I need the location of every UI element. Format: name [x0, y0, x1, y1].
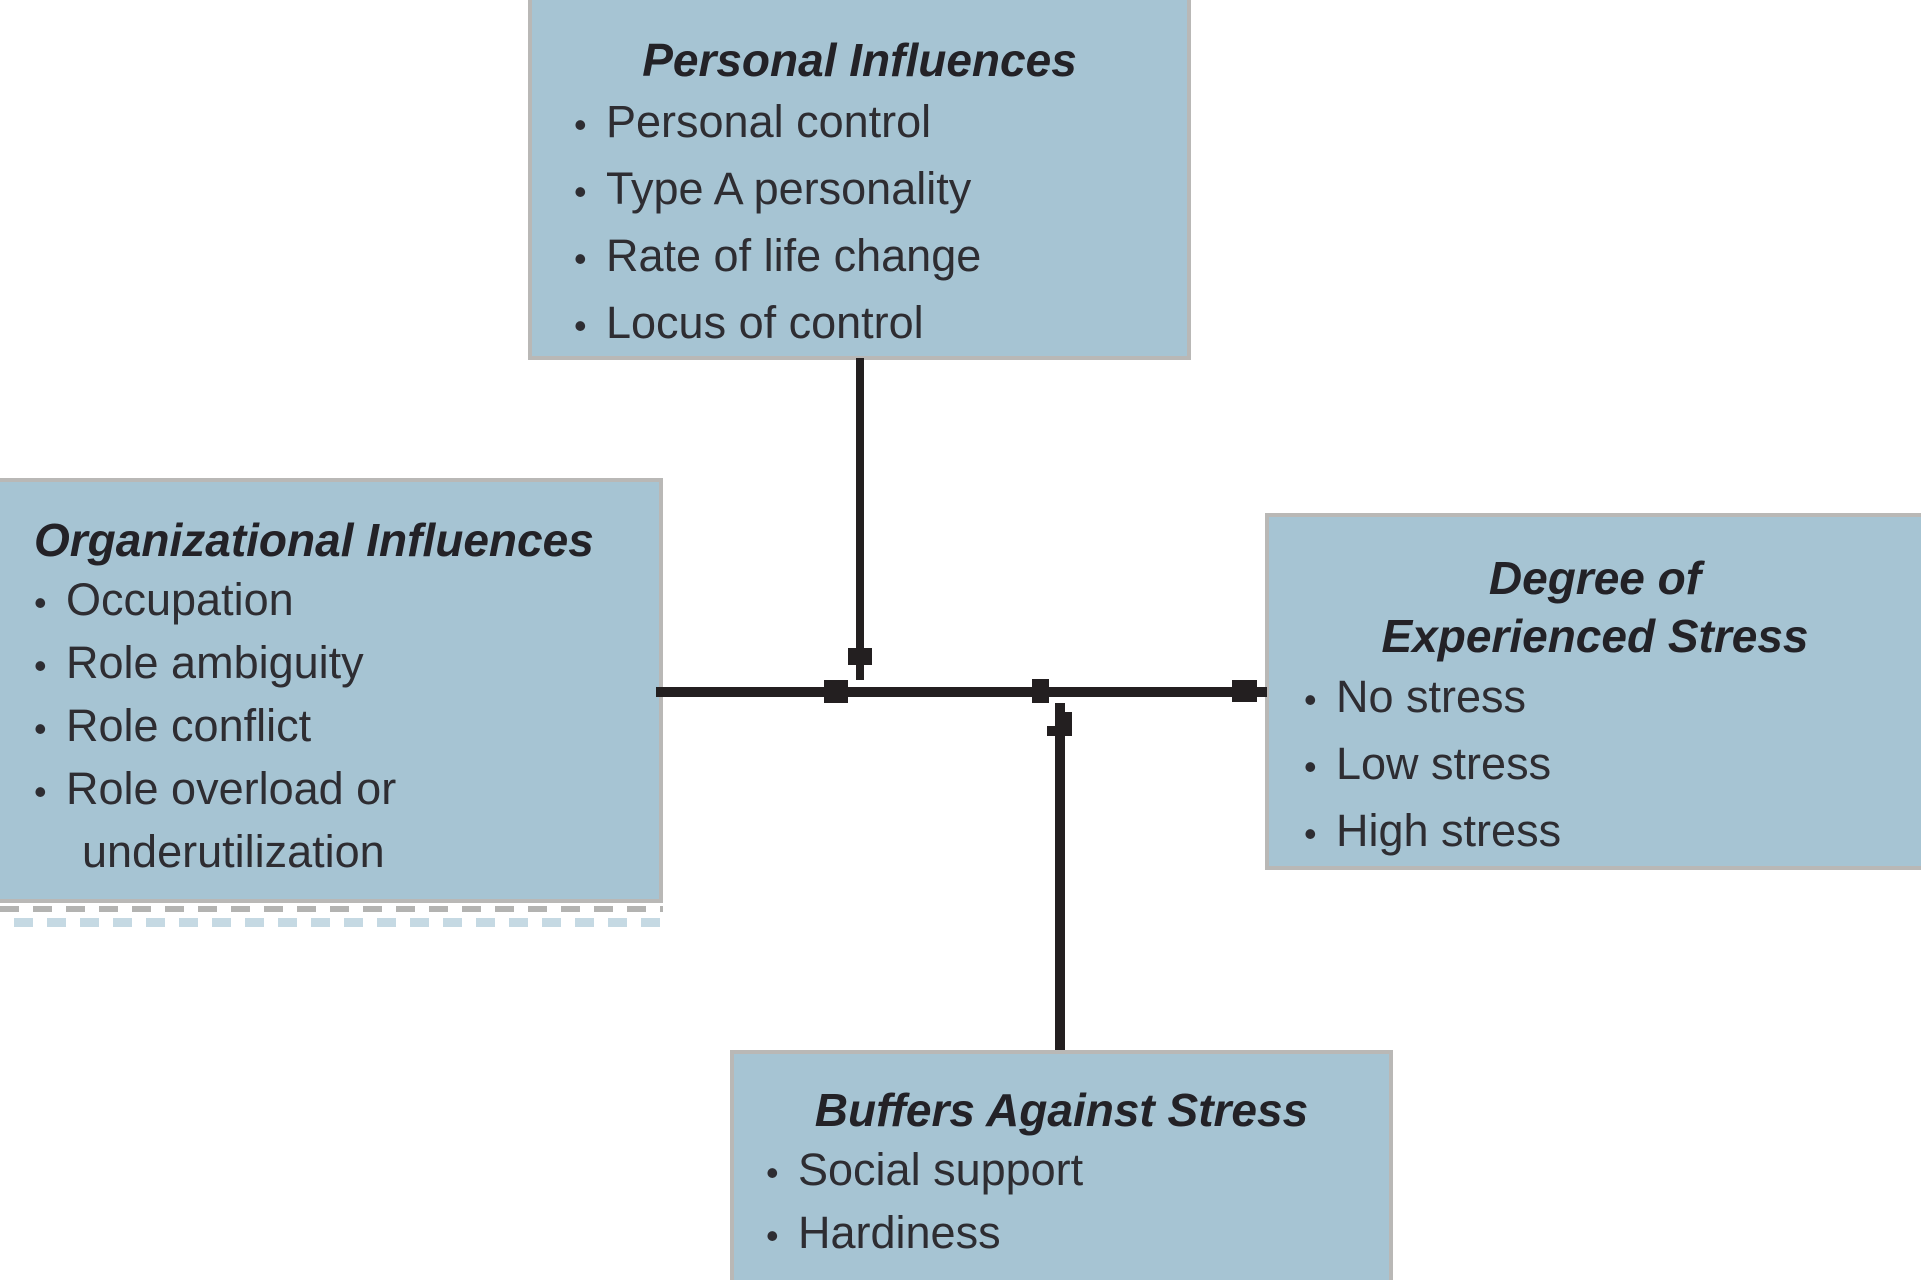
square-arrowhead-up-tab-icon: [1047, 726, 1055, 736]
box-buffers-against-stress: Buffers Against Stress • Social support •…: [730, 1050, 1393, 1280]
square-arrowhead-down-icon: [848, 648, 872, 665]
box-organizational-influences: Organizational Influences • Occupation • R…: [0, 478, 663, 903]
bullet-item: • Occupation: [34, 570, 659, 633]
torn-edge-artifact-blue: [14, 918, 663, 927]
bullet-icon: •: [574, 305, 587, 346]
bullet-text: Role overload or: [66, 763, 397, 814]
bullet-icon: •: [34, 645, 47, 686]
bullet-icon: •: [34, 771, 47, 812]
bullet-icon: •: [574, 238, 587, 279]
bullet-item: • Role conflict: [34, 696, 659, 759]
box-title-personal-influences: Personal Influences: [642, 34, 1077, 86]
bullet-icon: •: [1304, 813, 1317, 854]
bullet-text: Role conflict: [66, 700, 312, 751]
bullet-text: underutilization: [82, 826, 385, 877]
bullet-text: Type A personality: [606, 163, 972, 214]
bullet-item: • Rate of life change: [574, 224, 1187, 291]
bullet-item: • No stress: [1304, 665, 1921, 732]
bullet-item: • Low stress: [1304, 732, 1921, 799]
bullet-icon: •: [1304, 679, 1317, 720]
bullet-icon: •: [574, 171, 587, 212]
arrow-line-buffers-to-junction: [1055, 703, 1065, 1050]
bullet-text: Occupation: [66, 574, 294, 625]
bullet-icon: •: [34, 708, 47, 749]
bullet-icon: •: [766, 1152, 779, 1193]
bullet-text: Hardiness: [798, 1207, 1001, 1258]
bullet-item: • Type A personality: [574, 157, 1187, 224]
bullet-icon: •: [1304, 746, 1317, 787]
bullet-item: • Role overload or: [34, 759, 659, 822]
box-title-buffers-against-stress: Buffers Against Stress: [814, 1084, 1309, 1136]
bullet-text: Personal control: [606, 96, 932, 147]
bullet-text: No stress: [1336, 671, 1527, 722]
bullet-item: • Locus of control: [574, 291, 1187, 358]
bullet-item-continuation: underutilization: [34, 822, 659, 882]
bullet-item: • Hardiness: [766, 1203, 1389, 1266]
box-degree-of-experienced-stress: Degree of Experienced Stress •No stress …: [1265, 513, 1921, 870]
bullet-icon: •: [34, 582, 47, 623]
junction-node-right-icon: [1032, 679, 1049, 703]
box-title-organizational-influences: Organizational Influences: [34, 514, 594, 566]
bullet-text: Low stress: [1336, 738, 1552, 789]
square-arrowhead-up-icon: [1055, 712, 1072, 736]
junction-node-left-icon: [824, 680, 848, 703]
bullet-item: • High stress: [1304, 799, 1921, 866]
bullet-text: Rate of life change: [606, 230, 982, 281]
torn-edge-artifact-gray: [0, 906, 663, 912]
bullet-text: Role ambiguity: [66, 637, 364, 688]
bullet-item: • Personal control: [574, 90, 1187, 157]
arrow-line-organizational-to-degree: [656, 687, 1267, 697]
bullet-text: Social support: [798, 1144, 1084, 1195]
bullet-icon: •: [574, 104, 587, 145]
bullet-text: High stress: [1336, 805, 1562, 856]
bullet-icon: •: [766, 1215, 779, 1256]
bullet-item: • Social support: [766, 1140, 1389, 1203]
box-title-degree-line-2: Experienced Stress: [1381, 610, 1809, 662]
box-personal-influences: Personal Influences • Personal control • T…: [528, 0, 1191, 360]
box-title-degree-line-1: Degree of: [1488, 552, 1702, 604]
arrow-line-personal-to-junction: [856, 358, 864, 680]
bullet-item: • Role ambiguity: [34, 633, 659, 696]
square-arrowhead-right-icon: [1232, 680, 1257, 702]
bullet-text: Locus of control: [606, 297, 924, 348]
